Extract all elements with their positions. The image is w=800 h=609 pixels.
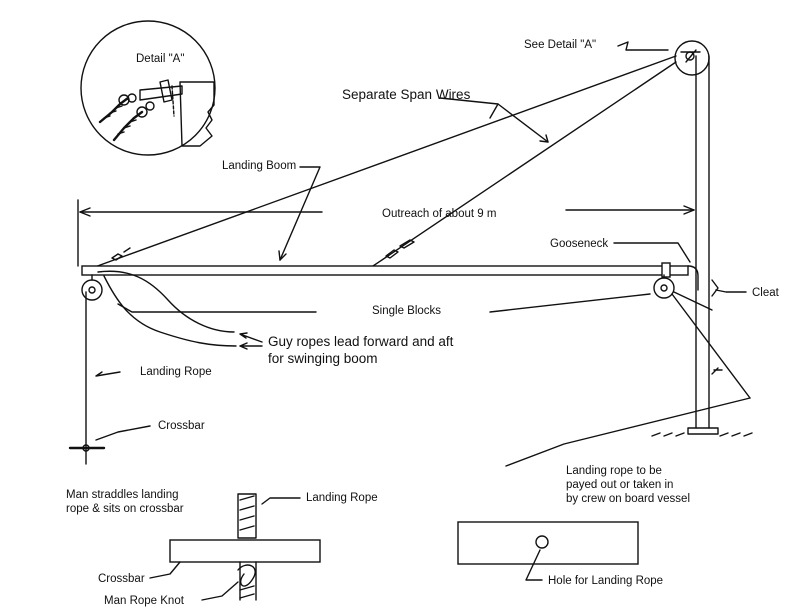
landing-rope-inboard [671,293,751,399]
landing-boom [81,262,699,291]
span-wire-shackle-mid [385,239,415,259]
detail-a-inset [80,20,216,156]
man-rope-knot-label: Man Rope Knot [104,595,185,607]
span-wire-shackle-left [111,247,131,261]
cleat-label: Cleat [752,287,780,299]
hole-detail [457,521,639,565]
guy-ropes-label-line1: Guy ropes lead forward and aft [268,334,454,349]
single-block-right [653,277,675,299]
payed-out-label-line1: Landing rope to be [566,465,662,477]
crossbar-detail [169,493,321,601]
payed-out-label-line2: payed out or taken in [566,479,673,491]
detail-crossbar-label: Crossbar [98,573,145,585]
guy-ropes-label-line2: for swinging boom [268,351,378,366]
guy-ropes [97,270,237,347]
man-straddles-label-line2: rope & sits on crossbar [66,503,184,515]
masthead-fitting [674,40,710,76]
separate-span-wires-label: Separate Span Wires [342,87,471,102]
hole-for-landing-rope-label: Hole for Landing Rope [548,575,663,587]
mast [651,55,753,437]
detail-a-title: Detail "A" [136,53,184,65]
see-detail-a-leader [617,41,669,51]
payed-out-label-line3: by crew on board vessel [566,493,690,505]
crossbar-label: Crossbar [158,420,205,432]
detail-landing-rope-label: Landing Rope [306,492,378,504]
gooseneck-label: Gooseneck [550,238,608,250]
cleat [711,279,719,297]
see-detail-a-label: See Detail "A" [524,39,596,51]
span-wires [91,55,677,269]
landing-boom-label: Landing Boom [222,160,296,172]
man-straddles-label-line1: Man straddles landing [66,489,179,501]
single-block-left [81,279,103,301]
single-blocks-label: Single Blocks [372,305,441,317]
outreach-label: Outreach of about 9 m [382,208,496,220]
landing-rope-label: Landing Rope [140,366,212,378]
outreach-dimension [77,199,695,267]
